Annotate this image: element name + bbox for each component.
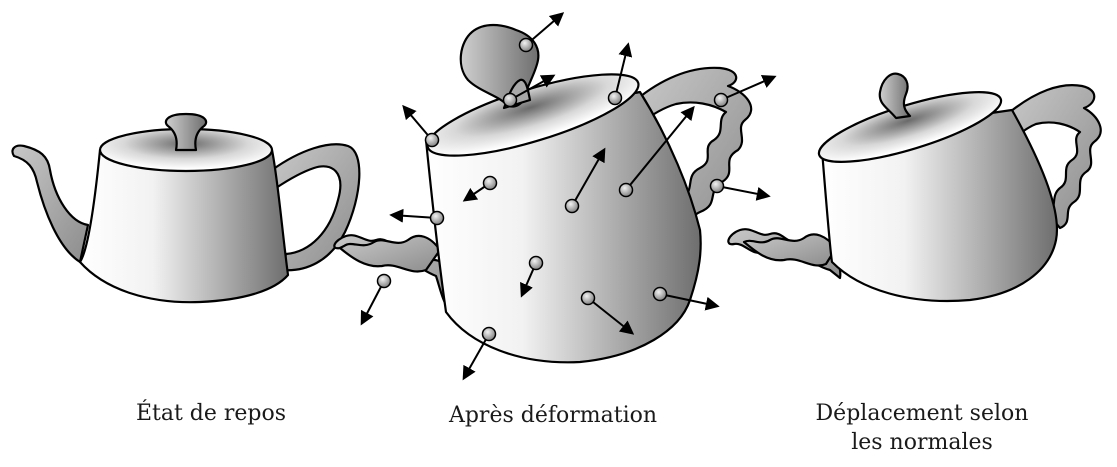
- vertex-dot: [431, 212, 444, 225]
- vertex-dot: [483, 328, 496, 341]
- vertex-dot: [711, 180, 724, 193]
- vertex-dot: [426, 134, 439, 147]
- vertex-dot: [582, 292, 595, 305]
- teapot-normal-displacement: [728, 74, 1100, 301]
- vertex-dot: [378, 275, 391, 288]
- caption-deformed: Après déformation: [448, 403, 657, 428]
- caption-normal-line1: Déplacement selon: [816, 401, 1029, 426]
- vertex-dot: [520, 39, 533, 52]
- vertex-dot: [654, 288, 667, 301]
- normal-arrow: [717, 186, 768, 196]
- vertex-dot: [504, 94, 517, 107]
- teapot-rest: [12, 114, 359, 302]
- vertex-dot: [484, 177, 497, 190]
- vertex-dot: [566, 200, 579, 213]
- teapot-rest-spout: [12, 146, 88, 262]
- teapot-deformed: [334, 25, 751, 362]
- vertex-dot: [609, 92, 622, 105]
- caption-normal-line2: les normales: [851, 430, 993, 455]
- vertex-dot: [620, 184, 633, 197]
- vertex-dot: [530, 257, 543, 270]
- caption-rest: État de repos: [136, 399, 286, 426]
- vertex-dot: [715, 94, 728, 107]
